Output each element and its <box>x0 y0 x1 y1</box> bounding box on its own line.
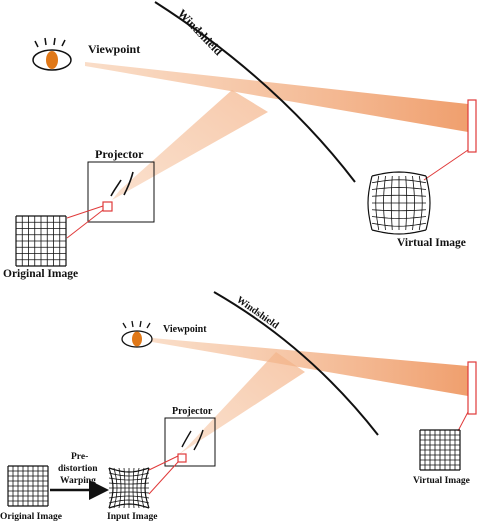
bottom-windshield-label: Windshield <box>234 294 281 331</box>
top-original-grid <box>15 215 67 267</box>
top-view-beam <box>85 62 468 132</box>
top-callout-line-2 <box>66 209 104 239</box>
top-original-image-label: Original Image <box>3 268 78 280</box>
warp-label-line-3: Warping <box>60 476 96 486</box>
bottom-input-grid <box>108 467 150 509</box>
bottom-callout-line-2 <box>148 461 179 495</box>
top-projector-box <box>87 161 155 223</box>
grid-line <box>371 222 427 227</box>
bottom-original-grid <box>7 465 49 507</box>
grid-line <box>371 209 427 212</box>
top-projector-mirror-2 <box>123 171 134 196</box>
top-windshield <box>154 1 356 183</box>
grid-line <box>136 467 140 509</box>
top-windshield-label: Windshield <box>175 6 226 58</box>
bottom-projector-beam <box>178 352 305 455</box>
bottom-virtual-callout <box>457 411 469 432</box>
top-virtual-grid <box>367 171 431 235</box>
grid-line <box>108 503 150 509</box>
grid-line <box>412 175 415 231</box>
bottom-callout-line-1 <box>148 455 179 471</box>
grid-line <box>132 467 135 509</box>
top-virtual-screen <box>467 99 477 153</box>
bottom-windshield <box>213 291 379 436</box>
bottom-projector-box <box>164 417 216 467</box>
grid-line <box>371 171 427 177</box>
grid-line <box>108 491 150 494</box>
grid-line <box>425 175 431 231</box>
grid-line <box>371 216 427 219</box>
bottom-original-image-label: Original Image <box>0 512 62 522</box>
bottom-diagram: Windshield Viewpoint Projector Original … <box>0 291 477 522</box>
bottom-view-beam <box>152 338 468 396</box>
grid-line <box>108 499 150 504</box>
top-projector-mirror-1 <box>110 179 122 197</box>
bottom-projector-mirror-2 <box>193 429 204 451</box>
top-projector-label: Projector <box>95 147 144 161</box>
grid-line <box>418 175 423 231</box>
grid-line <box>367 175 373 231</box>
bottom-projector-mirror-1 <box>181 430 192 448</box>
top-virtual-callout <box>423 149 469 181</box>
bottom-viewpoint-label: Viewpoint <box>163 324 207 335</box>
grid-line <box>108 495 150 499</box>
warp-label-line-2: distortion <box>58 464 98 474</box>
grid-line <box>144 467 150 509</box>
top-viewpoint-label: Viewpoint <box>88 42 140 56</box>
bottom-input-image-label: Input Image <box>107 512 157 522</box>
top-virtual-image-label: Virtual Image <box>397 237 466 249</box>
top-projector-beam <box>112 90 268 200</box>
bottom-virtual-grid <box>419 429 461 471</box>
bottom-projector-label: Projector <box>172 406 213 417</box>
bottom-virtual-image-label: Virtual Image <box>413 476 470 486</box>
top-projector-source <box>102 201 113 212</box>
top-eye-icon <box>32 37 72 71</box>
top-diagram: Windshield Viewpoint Projector Original … <box>3 1 477 280</box>
bottom-virtual-screen <box>467 361 477 415</box>
warp-label-line-1: Pre- <box>71 452 88 462</box>
grid-line <box>371 229 427 235</box>
top-callout-line-1 <box>66 205 104 219</box>
bottom-projector-source <box>177 453 187 463</box>
grid-line <box>405 175 408 231</box>
bottom-eye-icon <box>121 320 153 348</box>
